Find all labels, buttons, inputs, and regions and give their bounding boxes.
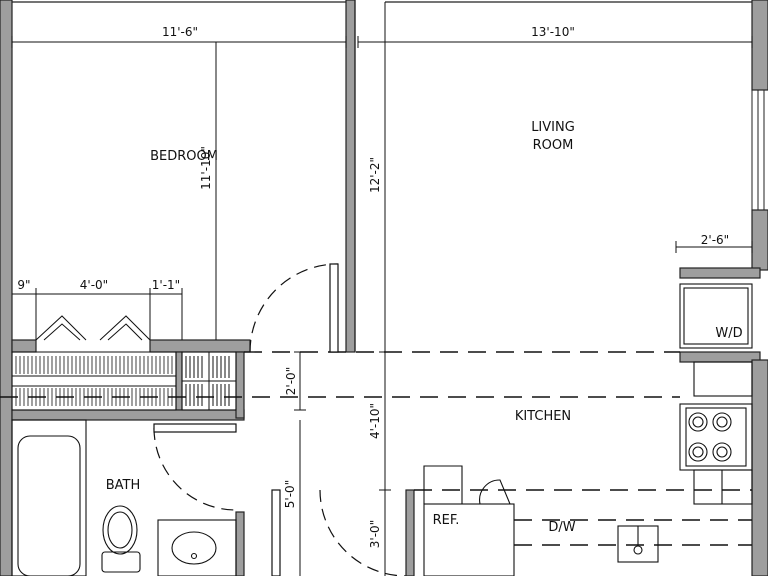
dim-closet-4-0: 4'-0" [80,278,108,292]
dim-bedroom-depth: 11'-10" [199,146,213,190]
dashed-lines [0,351,752,546]
bedroom-closet-wall-left [11,339,37,353]
kitchen-left-wall [405,489,415,576]
washer-dryer [679,283,753,349]
bathtub [11,419,87,576]
bedroom-door-swing [249,263,339,353]
entry-door-leaf [271,489,281,576]
dim-closet-9: 9" [17,278,30,292]
dim-living-depth: 12'-2" [368,157,382,193]
kitchen-counter [693,361,753,505]
dw-label: D/W [548,520,575,535]
wd-closet-bottom-wall [679,351,761,363]
wd-label: W/D [715,326,742,341]
kitchen-right-wall [751,359,768,576]
living-room-label-line1: LIVING [531,120,575,135]
stove [679,403,753,471]
right-exterior-wall-mid [751,209,768,271]
bath-right-wall-lower [235,511,245,576]
bedroom-closet [11,315,177,411]
dim-hall-2-0: 2'-0" [284,367,298,395]
bath-label: BATH [106,478,141,493]
dim-wd-width: 2'-6" [701,233,729,247]
dim-kitchen-3-0: 3'-0" [368,520,382,548]
toilet [101,505,141,573]
center-partition-wall [345,0,356,353]
dim-living-width: 13'-10" [531,25,575,39]
dim-bedroom-width: 11'-6" [162,25,198,39]
dimension-lines [11,2,753,576]
dim-bath-5-0: 5'-0" [283,480,297,508]
doors [153,263,407,576]
entry-door-swing [319,489,407,576]
wd-closet-top-wall [679,267,761,279]
left-exterior-wall [0,0,13,576]
bath-top-wall [11,409,245,421]
kitchen-sink [617,525,659,563]
bedroom-closet-wall-mid [149,339,251,353]
right-exterior-wall-top [751,0,768,91]
kitchen-label: KITCHEN [515,409,571,424]
window [751,90,765,210]
linen-closet [181,351,237,411]
bath-door-swing [153,427,237,511]
ref-label: REF. [433,513,460,528]
closet-bath-divider [175,351,183,411]
top-wall-lines [12,0,752,352]
dim-closet-1-1: 1'-1" [152,278,180,292]
bedroom-label: BEDROOM [150,149,218,164]
bath-right-wall-upper [235,351,245,419]
refrigerator [423,465,515,576]
living-room-label-line2: ROOM [533,138,574,153]
bedroom-door-leaf [329,263,339,353]
closet-hangers [15,356,173,406]
bath-sink [157,519,237,576]
dim-kitchen-4-10: 4'-10" [368,403,382,439]
bath-door-leaf [153,423,237,433]
